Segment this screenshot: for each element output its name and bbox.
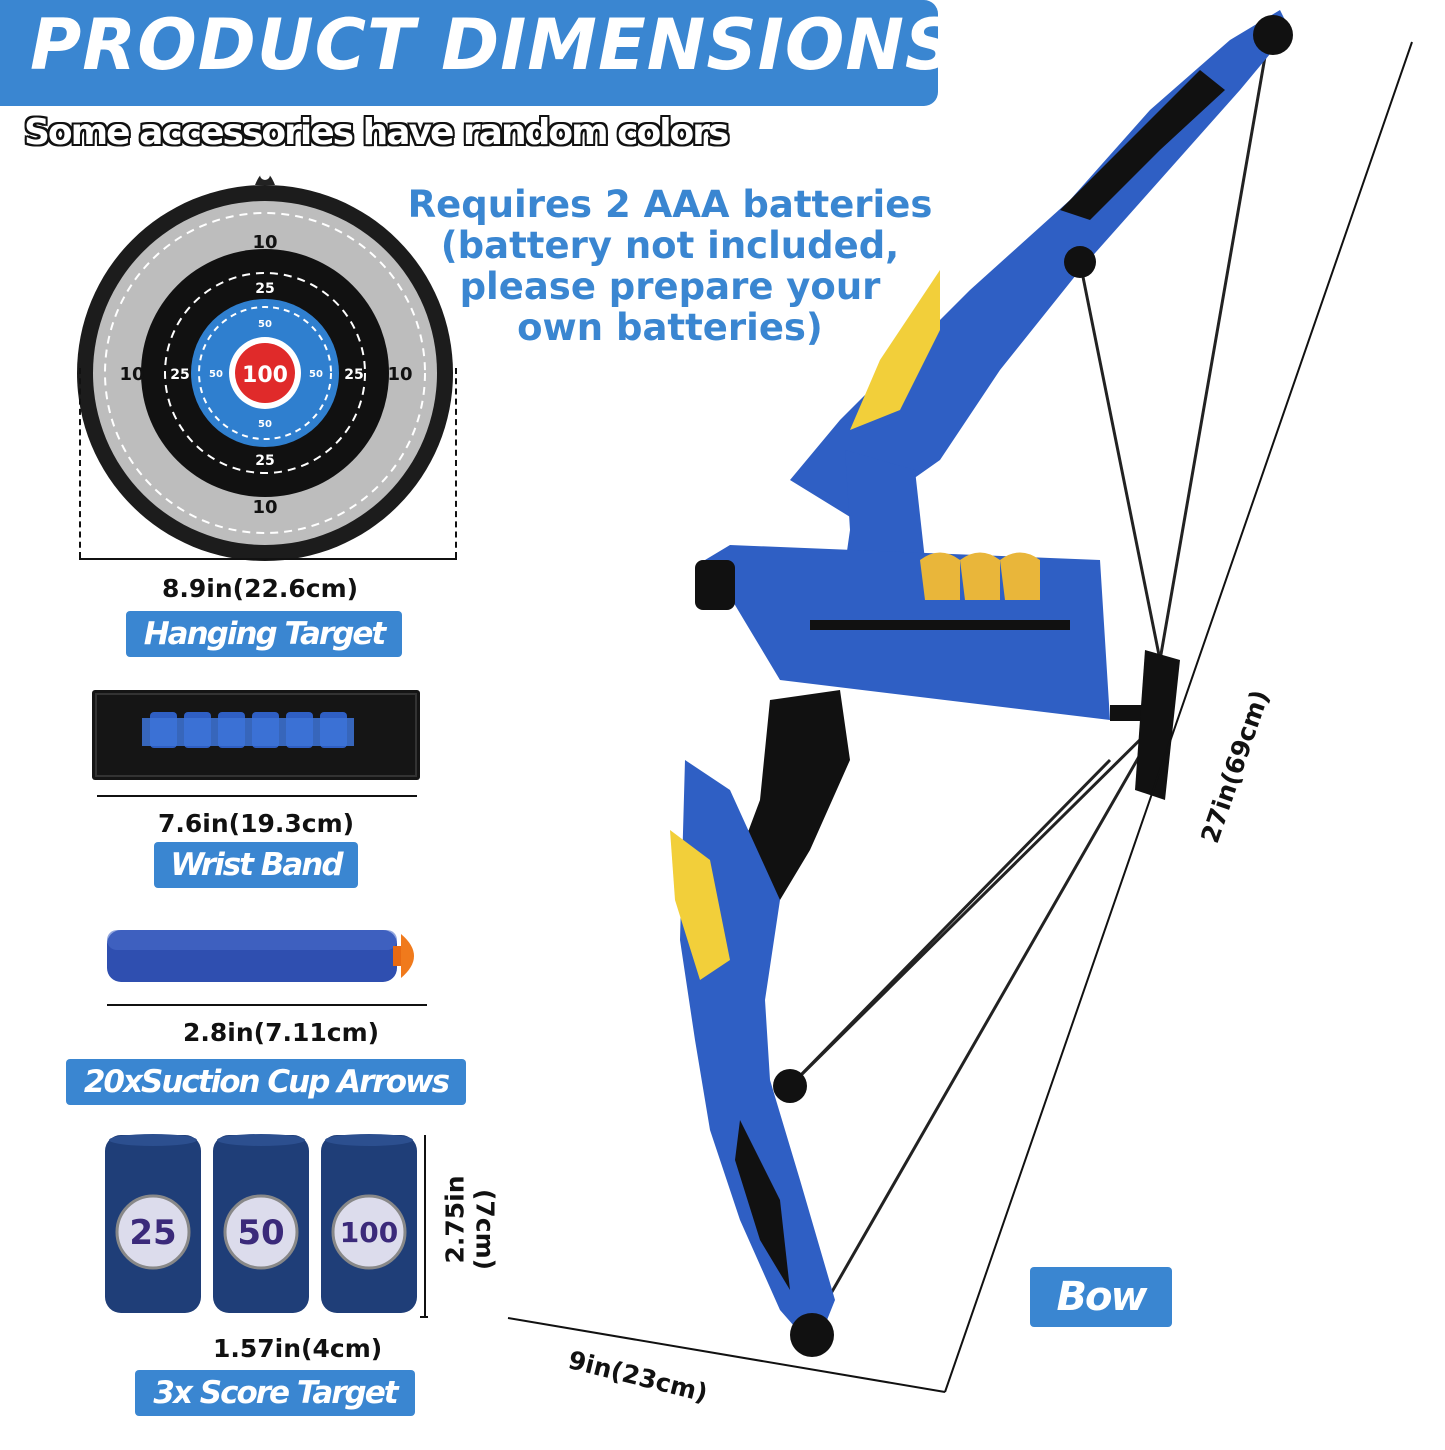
cans-height-line-cap [420, 1316, 428, 1318]
cans-height-dimension-cm: (7cm) [470, 1188, 500, 1271]
arrow-dim-line [107, 1004, 427, 1006]
score-cans-image: 25 50 100 [105, 1134, 417, 1313]
page-subtitle: Some accessories have random colors [24, 112, 729, 153]
battery-note-line1: Requires 2 AAA batteries [407, 183, 933, 226]
can-score-25: 25 [129, 1213, 176, 1253]
target-ring-10-left: 10 [119, 364, 144, 385]
target-ring-25-right: 25 [344, 367, 363, 383]
wrist-band-image [92, 690, 420, 780]
bow-dimension-lines [507, 41, 1413, 1393]
arrow-dimension: 2.8in(7.11cm) [183, 1018, 380, 1047]
score-target-label: 3x Score Target [135, 1370, 415, 1416]
battery-note-line3: please prepare your [459, 265, 881, 308]
hanging-target-label: Hanging Target [126, 611, 402, 657]
target-dim-right-line [455, 368, 457, 558]
target-ring-10-bottom: 10 [252, 497, 277, 518]
bow-label: Bow [1030, 1267, 1172, 1327]
battery-note-line2: (battery not included, [440, 224, 900, 267]
can-score-50: 50 [237, 1213, 284, 1253]
can-score-100: 100 [340, 1216, 398, 1249]
target-ring-50-top: 50 [258, 319, 272, 330]
target-ring-25-top: 25 [255, 281, 274, 297]
wrist-band-label: Wrist Band [154, 842, 358, 888]
arrows-label: 20xSuction Cup Arrows [66, 1059, 466, 1105]
target-ring-50-bottom: 50 [258, 419, 272, 430]
target-dim-left-line [79, 368, 81, 558]
header-banner [0, 0, 938, 106]
target-ring-25-left: 25 [170, 367, 189, 383]
arrow-image [107, 930, 414, 982]
target-ring-10-top: 10 [252, 232, 277, 253]
battery-note-line4: own batteries) [517, 306, 823, 349]
wrist-band-dim-line [97, 795, 417, 797]
hanging-target-dimension: 8.9in(22.6cm) [162, 574, 359, 603]
target-ring-50-left: 50 [209, 369, 223, 380]
hanging-target-image: 10 10 10 10 25 25 25 25 50 50 50 50 100 [77, 170, 453, 561]
target-center-100: 100 [242, 363, 288, 388]
battery-note: Requires 2 AAA batteries (battery not in… [405, 184, 935, 348]
cans-height-line [424, 1135, 426, 1318]
bow-image [670, 10, 1293, 1357]
cans-width-dimension: 1.57in(4cm) [213, 1334, 383, 1363]
cans-height-dimension-in: 2.75in [440, 1175, 470, 1264]
target-dim-base-line [79, 558, 457, 560]
target-ring-10-right: 10 [387, 364, 412, 385]
wrist-band-dimension: 7.6in(19.3cm) [158, 809, 355, 838]
target-ring-25-bottom: 25 [255, 453, 274, 469]
target-ring-50-right: 50 [309, 369, 323, 380]
page-title: PRODUCT DIMENSIONS [30, 4, 957, 86]
